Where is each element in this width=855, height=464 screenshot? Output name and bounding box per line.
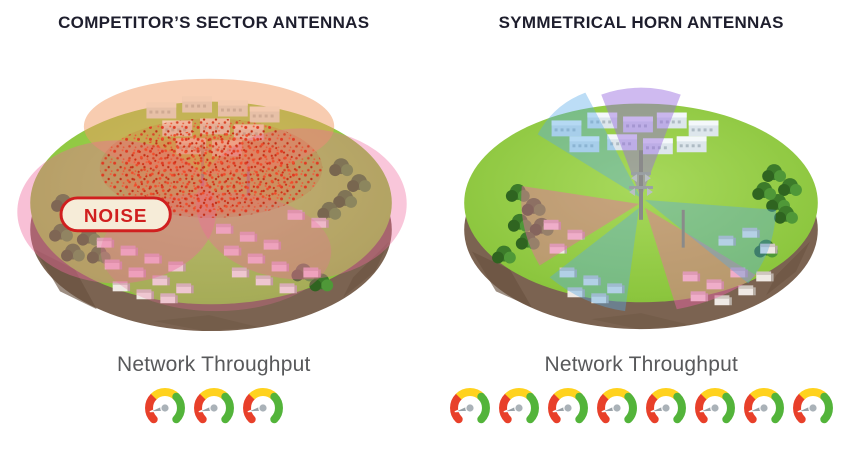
noise-speckle <box>99 118 323 218</box>
horn-antenna-tower <box>629 150 685 248</box>
throughput-gauge-icon <box>143 386 187 430</box>
competitor-panel: COMPETITOR’S SECTOR ANTENNAS <box>17 13 407 464</box>
throughput-gauge-icon <box>742 386 786 430</box>
competitor-island-illustration: NOISE <box>17 78 407 332</box>
throughput-gauge-icon <box>791 386 835 430</box>
symmetrical-horn-beams <box>521 87 777 312</box>
throughput-gauge-icon <box>693 386 737 430</box>
noise-badge-label: NOISE <box>84 205 148 226</box>
noise-badge: NOISE <box>59 196 172 233</box>
horn-gauge-row <box>448 386 835 430</box>
throughput-gauge-icon <box>448 386 492 430</box>
throughput-gauge-icon <box>497 386 541 430</box>
throughput-gauge-icon <box>595 386 639 430</box>
horn-title: SYMMETRICAL HORN ANTENNAS <box>498 13 784 32</box>
competitor-gauge-row <box>143 386 285 430</box>
throughput-gauge-icon <box>644 386 688 430</box>
throughput-gauge-icon <box>192 386 236 430</box>
throughput-gauge-icon <box>241 386 285 430</box>
competitor-title: COMPETITOR’S SECTOR ANTENNAS <box>58 13 370 32</box>
horn-island-illustration <box>464 87 819 330</box>
horn-throughput-label: Network Throughput <box>544 353 738 376</box>
competitor-throughput-label: Network Throughput <box>117 353 311 376</box>
horn-panel: SYMMETRICAL HORN ANTENNAS <box>428 0 855 464</box>
throughput-gauge-icon <box>546 386 590 430</box>
